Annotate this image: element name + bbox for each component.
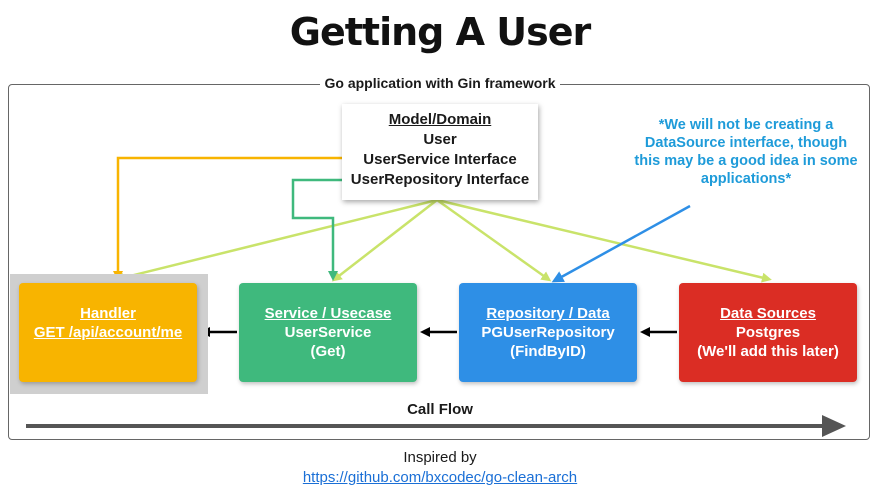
service-name: UserService	[284, 324, 372, 341]
page-title: Getting A User	[289, 10, 591, 54]
service-method: (Get)	[310, 343, 346, 360]
model-domain-box: Model/Domain User UserService Interface …	[342, 104, 538, 200]
footer-link[interactable]: https://github.com/bxcodec/go-clean-arch	[302, 469, 578, 486]
note-pointer-arrow	[551, 204, 691, 283]
model-domain-heading: Model/Domain	[388, 111, 492, 128]
repository-heading: Repository / Data	[486, 305, 610, 322]
call-flow-label: Call Flow	[407, 401, 473, 418]
frame-label: Go application with Gin framework	[320, 75, 560, 91]
frame-label-wrap: Go application with Gin framework	[0, 75, 880, 93]
handler-heading: Handler	[80, 305, 136, 322]
dependency-arrow-repository	[436, 198, 552, 282]
userrepository-interface-arrow	[291, 178, 352, 281]
model-line-userservice: UserService Interface	[363, 151, 517, 168]
footer: Inspired by https://github.com/bxcodec/g…	[0, 448, 880, 488]
datasource-note: *We will not be creating a DataSource in…	[634, 117, 858, 187]
repository-box: Repository / Data PGUserRepository (Find…	[459, 283, 637, 382]
handler-route: GET /api/account/me	[33, 324, 183, 341]
repository-method: (FindByID)	[510, 343, 586, 360]
dependency-arrow-handler	[114, 198, 438, 283]
data-sources-name: Postgres	[735, 324, 801, 341]
model-line-user: User	[423, 131, 457, 148]
service-box: Service / Usecase UserService (Get)	[239, 283, 417, 382]
model-line-userrepository: UserRepository Interface	[350, 171, 530, 188]
repository-name: PGUserRepository	[481, 324, 615, 341]
data-sources-box: Data Sources Postgres (We'll add this la…	[679, 283, 857, 382]
userservice-interface-arrow	[113, 156, 360, 281]
dependency-arrow-sources	[436, 198, 772, 283]
data-sources-note: (We'll add this later)	[697, 343, 839, 360]
service-heading: Service / Usecase	[264, 305, 392, 322]
handler-box: Handler GET /api/account/me	[19, 283, 197, 382]
data-sources-heading: Data Sources	[720, 305, 816, 322]
dependency-arrow-service	[331, 199, 438, 282]
footer-inspired-by: Inspired by	[403, 449, 477, 466]
